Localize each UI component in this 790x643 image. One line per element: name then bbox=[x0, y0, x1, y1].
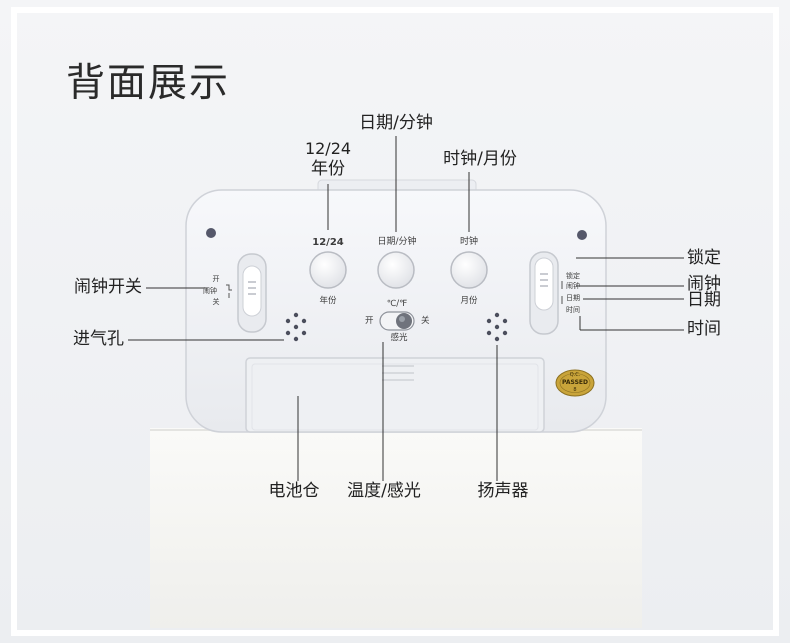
pedestal bbox=[150, 428, 642, 628]
qc-text-2: PASSED bbox=[562, 379, 588, 386]
callout-vent: 进气孔 bbox=[73, 329, 124, 349]
speaker-holes bbox=[486, 312, 508, 342]
date-minute-button[interactable] bbox=[377, 251, 415, 289]
callout-lock: 锁定 bbox=[687, 248, 721, 268]
qc-sticker bbox=[555, 369, 595, 397]
slider-left-label-on: 开 bbox=[212, 275, 220, 283]
device-label-switch-on: 开 bbox=[365, 316, 374, 326]
slider-right-label-alarm: 闹钟 bbox=[566, 282, 580, 290]
slider-right-label-lock: 锁定 bbox=[566, 272, 580, 280]
vent-holes bbox=[285, 312, 307, 342]
qc-text-3: 8 bbox=[573, 387, 577, 393]
qc-text-1: Q.C. bbox=[569, 372, 581, 378]
frame-border bbox=[11, 7, 779, 636]
device-label-month: 月份 bbox=[460, 296, 478, 306]
device-label-unit: ℃/℉ bbox=[386, 299, 408, 309]
slider-right-label-time: 时间 bbox=[566, 306, 580, 314]
page-title: 背面展示 bbox=[66, 61, 231, 106]
hour-month-button[interactable] bbox=[450, 251, 488, 289]
alarm-slider-bracket bbox=[226, 284, 232, 298]
device-label-hour: 时钟 bbox=[459, 237, 479, 247]
callout-date: 日期 bbox=[687, 290, 721, 310]
device-label-switch-off: 关 bbox=[421, 316, 430, 326]
slider-left-label-alarm: 闹钟 bbox=[203, 287, 217, 295]
temp-light-switch[interactable] bbox=[379, 311, 415, 331]
screw-hole-right bbox=[577, 230, 587, 240]
device-label-date-minute: 日期/分钟 bbox=[377, 237, 417, 247]
callout-battery: 电池仓 bbox=[268, 481, 320, 501]
callout-time: 时间 bbox=[687, 319, 721, 339]
device-label-hour-mode: 12/24 bbox=[312, 237, 344, 248]
callout-alarm-switch: 闹钟开关 bbox=[74, 277, 142, 297]
callout-hour-mode-line1: 12/24 bbox=[304, 139, 352, 158]
screw-hole-left bbox=[206, 228, 216, 238]
callout-temp-light: 温度/感光 bbox=[347, 481, 421, 501]
device-label-year: 年份 bbox=[319, 296, 337, 306]
callout-alarm: 闹钟 bbox=[687, 274, 721, 294]
alarm-slider[interactable] bbox=[237, 253, 267, 333]
callout-speaker: 扬声器 bbox=[477, 481, 529, 501]
callout-date-minute: 日期/分钟 bbox=[359, 113, 433, 133]
slider-right-label-date: 日期 bbox=[566, 294, 580, 302]
hour-mode-button[interactable] bbox=[309, 251, 347, 289]
mode-slider[interactable] bbox=[529, 251, 559, 335]
device-label-sense: 感光 bbox=[390, 333, 408, 343]
slider-left-label-off: 关 bbox=[212, 298, 220, 306]
battery-cover bbox=[245, 357, 545, 433]
callout-hour-mode-line2: 年份 bbox=[311, 159, 345, 179]
callout-lines bbox=[128, 136, 684, 481]
callout-hour-month: 时钟/月份 bbox=[443, 149, 517, 169]
